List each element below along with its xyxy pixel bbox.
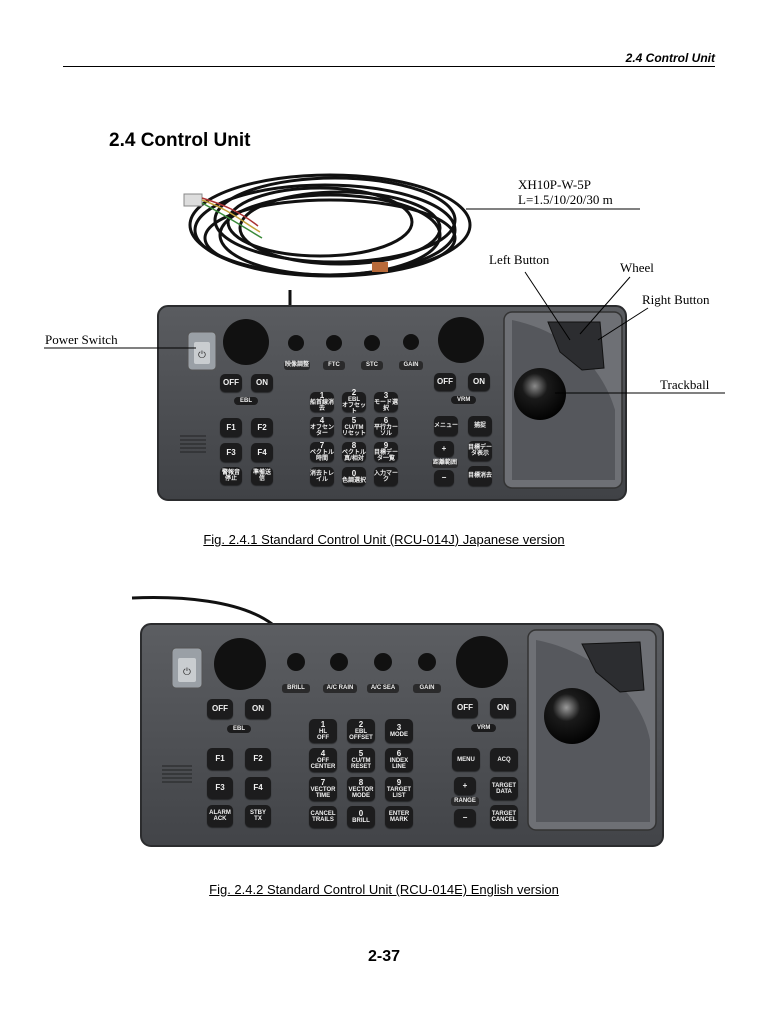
f2-key[interactable]: F2 [251, 418, 273, 437]
figure-2-caption: Fig. 2.4.2 Standard Control Unit (RCU-01… [209, 882, 559, 897]
f1-key[interactable]: F1 [220, 418, 242, 437]
svg-text:⏻: ⏻ [183, 667, 191, 678]
vrm-label: VRM [471, 724, 497, 732]
callout-power-switch: Power Switch [45, 332, 118, 347]
figure-1-caption: Fig. 2.4.1 Standard Control Unit (RCU-01… [203, 532, 565, 547]
trackball [514, 368, 566, 420]
range-label: 距離範囲 [432, 459, 458, 468]
f1-key[interactable]: F1 [207, 748, 233, 770]
f4-key[interactable]: F4 [251, 443, 273, 462]
callout-right-button: Right Button [642, 292, 710, 307]
ebl-label: EBL [234, 397, 258, 405]
cable-coil [188, 173, 472, 306]
on-left-key[interactable]: ON [251, 374, 273, 392]
knob-label-gain: GAIN [399, 361, 423, 370]
vrm-knob [438, 317, 484, 363]
knob-label-picture: 映像調整 [284, 361, 310, 370]
menu-key[interactable]: MENU [452, 748, 480, 771]
callout-trackball: Trackball [660, 377, 710, 392]
vrm-knob [456, 636, 508, 688]
alarm-key[interactable]: 警報音停止 [220, 467, 242, 485]
ebl-label: EBL [227, 725, 251, 733]
menu-key[interactable]: メニュー [434, 416, 458, 436]
trackball [544, 688, 600, 744]
range-plus-key[interactable]: + [454, 777, 476, 795]
on-right-key[interactable]: ON [468, 373, 490, 391]
page-number: 2-37 [367, 948, 401, 965]
off-left-key[interactable]: OFF [220, 374, 242, 392]
f3-key[interactable]: F3 [207, 777, 233, 799]
f2-key[interactable]: F2 [245, 748, 271, 770]
stby-key[interactable]: 準備送信 [251, 467, 273, 485]
figure-1-callout-lines [44, 208, 725, 394]
knob-label-gain: GAIN [413, 684, 441, 693]
target-data-key[interactable]: 目標データ表示 [468, 441, 492, 461]
f4-key[interactable]: F4 [245, 777, 271, 799]
target-cancel-key[interactable]: 目標消去 [468, 466, 492, 486]
acq-key[interactable]: ACQ [490, 748, 518, 771]
section-title: 2.4 Control Unit [109, 130, 251, 151]
f3-key[interactable]: F3 [220, 443, 242, 462]
header-rule [63, 66, 715, 67]
ebl-knob [223, 319, 269, 365]
ebl-knob [214, 638, 266, 690]
range-minus-key[interactable]: − [434, 470, 454, 486]
off-right-key[interactable]: OFF [452, 698, 478, 718]
cable [131, 596, 273, 626]
range-plus-key[interactable]: + [434, 441, 454, 457]
range-minus-key[interactable]: − [454, 809, 476, 827]
knob-label-ftc: FTC [323, 361, 345, 370]
svg-text:⏻: ⏻ [198, 350, 206, 361]
callout-left-button: Left Button [489, 252, 550, 267]
off-right-key[interactable]: OFF [434, 373, 456, 391]
cancel-trails-key[interactable]: 消去トレイル [310, 467, 334, 486]
on-right-key[interactable]: ON [490, 698, 516, 718]
knob-label-stc: STC [361, 361, 383, 370]
callout-cable-model: XH10P-W-5P [518, 177, 591, 192]
knob-label-brill: BRILL [282, 684, 310, 693]
vrm-label: VRM [451, 396, 477, 404]
knob-label-ac-sea: A/C SEA [367, 684, 399, 693]
running-head: 2.4 Control Unit [625, 51, 715, 65]
off-left-key[interactable]: OFF [207, 699, 233, 719]
cable-tape [372, 262, 388, 272]
on-left-key[interactable]: ON [245, 699, 271, 719]
enter-mark-key[interactable]: 入力マーク [374, 467, 398, 486]
range-label: RANGE [451, 797, 479, 806]
callout-wheel: Wheel [620, 260, 654, 275]
knob-label-ac-rain: A/C RAIN [323, 684, 357, 693]
acq-key[interactable]: 捕捉 [468, 416, 492, 436]
callout-cable-length: L=1.5/10/20/30 m [518, 192, 613, 207]
